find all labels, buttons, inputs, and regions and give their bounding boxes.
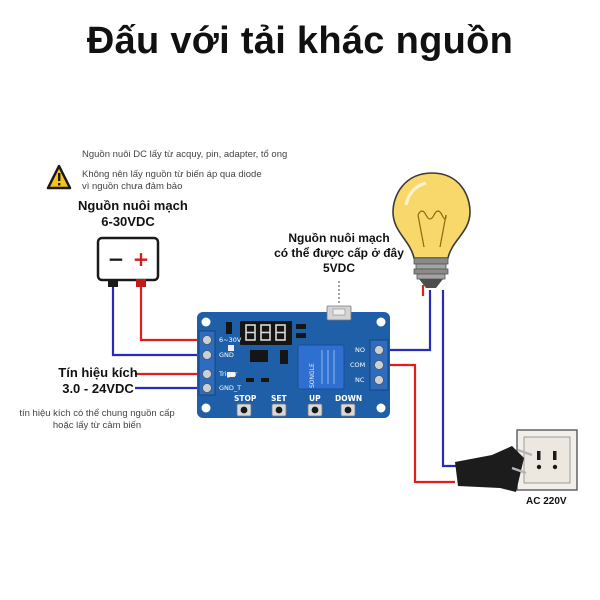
warning-note-line2: vì nguồn chưa đảm bảo <box>82 181 183 192</box>
power-supply-label-line1: Nguồn nuôi mạch <box>78 198 188 213</box>
power-supply-label: Nguồn nuôi mạch 6-30VDC <box>78 198 188 230</box>
mains-label: AC 220V <box>526 496 567 507</box>
warning-icon <box>46 164 72 190</box>
terminal-label-power: 6~30V <box>219 336 242 344</box>
button-label-set: SET <box>271 394 287 403</box>
trigger-note: tín hiệu kích có thể chung nguồn cấp hoặ… <box>4 408 190 432</box>
terminal-label-gnd-t: GND_T <box>219 384 242 392</box>
wire-supply-negative <box>111 283 212 357</box>
trigger-note-line2: hoặc lấy từ cảm biến <box>52 420 142 431</box>
trigger-signal-label: Tín hiệu kích 3.0 - 24VDC <box>48 365 148 397</box>
light-bulb-icon <box>392 172 471 288</box>
trigger-signal-label-line2: 3.0 - 24VDC <box>62 381 134 396</box>
usb-power-label: Nguồn nuôi mạch có thể được cấp ở đây 5V… <box>264 231 414 276</box>
trigger-signal-label-line1: Tín hiệu kích <box>58 365 138 380</box>
power-supply-plus-sign: + <box>133 247 150 271</box>
board-buttons <box>236 403 356 417</box>
wire-lamp-to-plug <box>441 290 460 468</box>
power-plug-icon <box>455 446 533 492</box>
usb-power-label-line3: 5VDC <box>322 261 355 275</box>
usb-power-label-line1: Nguồn nuôi mạch <box>288 231 390 245</box>
button-label-down: DOWN <box>335 394 363 403</box>
trigger-note-line1: tín hiệu kích có thể chung nguồn cấp <box>19 408 175 419</box>
terminal-label-com: COM <box>350 361 366 369</box>
relay-timer-board: SONGLE <box>197 305 390 418</box>
warning-note-line1: Không nên lấy nguồn từ biến áp qua diode <box>82 169 262 180</box>
terminal-label-nc: NC <box>355 376 365 384</box>
button-label-stop: STOP <box>234 394 257 403</box>
terminal-label-no: NO <box>355 346 365 354</box>
button-label-up: UP <box>309 394 321 403</box>
page-title: Đấu với tải khác nguồn <box>86 20 514 62</box>
terminal-label-trigger: Triger <box>219 370 238 378</box>
wire-supply-positive <box>139 283 212 342</box>
wire-no-to-lamp <box>385 290 432 352</box>
power-supply-minus-sign: − <box>108 247 125 271</box>
power-supply-block: − + <box>96 236 160 287</box>
wall-socket-icon <box>516 429 578 491</box>
usb-power-connector <box>326 305 352 321</box>
terminal-label-gnd: GND <box>219 351 234 359</box>
power-supply-label-line2: 6-30VDC <box>101 214 155 229</box>
relay-brand-label: SONGLE <box>309 363 316 388</box>
usb-power-label-line2: có thể được cấp ở đây <box>274 246 404 260</box>
power-source-note: Nguồn nuôi DC lấy từ acquy, pin, adapter… <box>82 149 288 160</box>
wire-com-to-plug <box>385 363 455 484</box>
